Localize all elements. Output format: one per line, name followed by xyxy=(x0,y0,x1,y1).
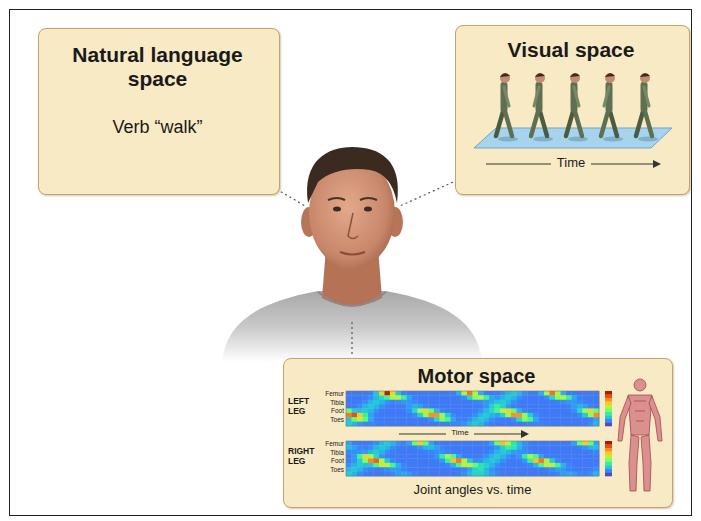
box-title: Natural language space xyxy=(49,43,266,91)
box-text: Time xyxy=(551,156,591,171)
box-text: Femur xyxy=(312,440,344,449)
box-title: Visual space xyxy=(456,38,686,62)
box-title: Motor space xyxy=(284,365,669,388)
box-text: Time xyxy=(446,428,474,437)
arrowhead xyxy=(521,430,529,438)
box-text: Femur xyxy=(312,390,344,399)
box-text: Foot xyxy=(312,457,344,466)
box-text: RIGHT LEG xyxy=(288,447,316,467)
floor-plane xyxy=(474,128,672,148)
box-text: Foot xyxy=(312,407,344,416)
space-box: Natural language spaceVerb “walk” xyxy=(38,28,280,195)
muscle-figure xyxy=(618,379,662,491)
arrowhead xyxy=(653,160,661,168)
heatmap xyxy=(346,391,599,426)
box-text: Tibia xyxy=(312,399,344,408)
frame xyxy=(10,10,692,516)
space-box: Visual spaceTime xyxy=(455,25,690,195)
box-text: Verb “walk” xyxy=(39,117,276,138)
space-box: Motor spaceLEFT LEGFemurTibiaFootToesTim… xyxy=(283,358,673,508)
box-text: Tibia xyxy=(312,449,344,458)
box-text: Toes xyxy=(312,466,344,475)
box-text: Toes xyxy=(312,416,344,425)
heatmap xyxy=(346,441,599,476)
walking-figures xyxy=(496,73,658,142)
box-text: LEFT LEG xyxy=(288,397,316,417)
colorbar xyxy=(605,441,612,476)
leader-lines xyxy=(268,178,462,356)
colorbar xyxy=(605,391,612,426)
box-text: Joint angles vs. time xyxy=(346,483,599,498)
